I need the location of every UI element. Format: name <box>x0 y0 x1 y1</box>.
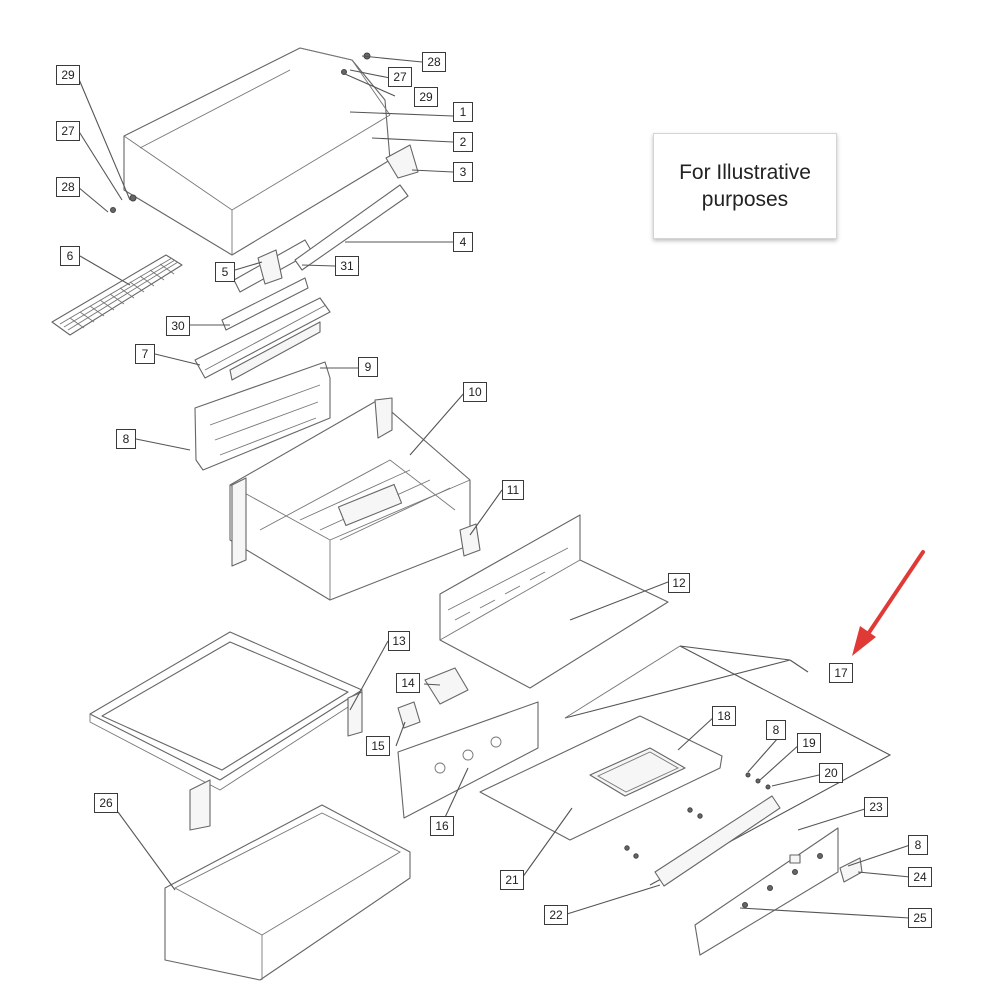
callout-part-8: 8 <box>908 835 928 855</box>
callout-part-10: 10 <box>463 382 487 402</box>
callout-part-14: 14 <box>396 673 420 693</box>
callout-part-20: 20 <box>819 763 843 783</box>
part-firebox <box>229 397 471 601</box>
part-warming-rack <box>51 254 183 336</box>
callout-part-12: 12 <box>668 573 690 593</box>
part-clip <box>424 667 469 705</box>
callout-part-22: 22 <box>544 905 568 925</box>
callout-part-29: 29 <box>56 65 80 85</box>
part-nut <box>765 784 771 790</box>
part-bracket <box>257 249 283 285</box>
callout-part-15: 15 <box>366 736 390 756</box>
callout-part-16: 16 <box>430 816 454 836</box>
note-line-2: purposes <box>701 188 789 211</box>
part-tray-frame <box>89 631 363 831</box>
callout-part-23: 23 <box>864 797 888 817</box>
callout-part-9: 9 <box>358 357 378 377</box>
callout-part-17: 17 <box>829 663 853 683</box>
part-screw <box>745 772 751 778</box>
callout-part-4: 4 <box>453 232 473 252</box>
callout-part-26: 26 <box>94 793 118 813</box>
leader-lines <box>77 55 911 919</box>
callout-part-29: 29 <box>414 87 438 107</box>
part-knob <box>839 857 863 883</box>
callout-part-7: 7 <box>135 344 155 364</box>
callout-part-6: 6 <box>60 246 80 266</box>
highlight-arrow <box>852 550 925 656</box>
part-front-panel <box>397 701 539 819</box>
callout-part-8: 8 <box>766 720 786 740</box>
callout-part-28: 28 <box>56 177 80 197</box>
callout-part-27: 27 <box>56 121 80 141</box>
callout-part-1: 1 <box>453 102 473 122</box>
callout-part-30: 30 <box>166 316 190 336</box>
callout-part-8: 8 <box>116 429 136 449</box>
part-burner-panel <box>194 361 331 471</box>
callout-part-2: 2 <box>453 132 473 152</box>
callout-part-5: 5 <box>215 262 235 282</box>
part-bottom-shelf <box>564 645 892 886</box>
callout-part-13: 13 <box>388 631 410 651</box>
part-washer <box>755 778 761 784</box>
callout-part-21: 21 <box>500 870 524 890</box>
part-rail <box>624 795 781 887</box>
callout-part-18: 18 <box>712 706 736 726</box>
part-hood <box>110 47 391 256</box>
callout-part-11: 11 <box>502 480 524 500</box>
illustrative-note: For Illustrative purposes <box>653 133 837 239</box>
part-clip-small <box>397 701 421 729</box>
note-line-1: For Illustrative <box>679 161 811 184</box>
part-control-panel <box>694 827 839 956</box>
callout-part-24: 24 <box>908 867 932 887</box>
part-storage-tray <box>164 804 411 981</box>
callout-part-3: 3 <box>453 162 473 182</box>
part-small-bracket <box>459 523 481 557</box>
callout-part-27: 27 <box>388 67 412 87</box>
part-drip-tray <box>439 514 669 689</box>
callout-part-19: 19 <box>797 733 821 753</box>
callout-part-28: 28 <box>422 52 446 72</box>
callout-part-25: 25 <box>908 908 932 928</box>
callout-part-31: 31 <box>335 256 359 276</box>
part-heat-shield <box>194 277 331 381</box>
